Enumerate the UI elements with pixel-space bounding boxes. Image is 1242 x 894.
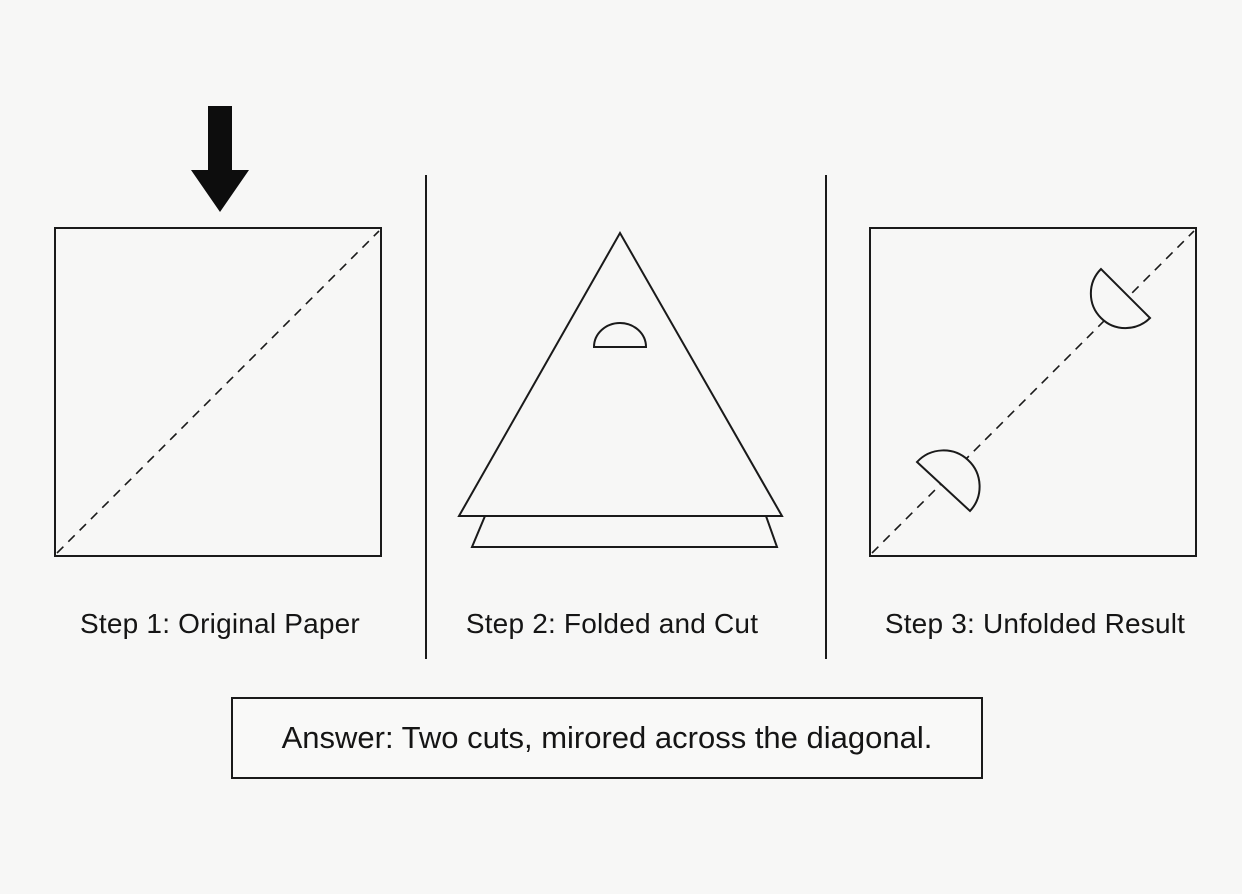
folded-triangle <box>457 230 784 517</box>
step-2-panel <box>457 230 784 548</box>
step-3-panel <box>869 227 1197 557</box>
diagonal-fold-line-unfolded <box>871 230 1195 554</box>
step-1-panel <box>54 106 382 557</box>
step-2-caption: Step 2: Folded and Cut <box>465 608 759 639</box>
upper-semicircle-cut <box>1089 267 1152 330</box>
answer-text: Answer: Two cuts, mirored across the dia… <box>281 720 933 755</box>
original-paper-square <box>54 227 382 557</box>
back-folded-layer <box>470 515 779 548</box>
step-1-caption: Step 1: Original Paper <box>80 608 360 639</box>
down-arrow-icon <box>191 106 249 212</box>
answer-box: Answer: Two cuts, mirored across the dia… <box>231 697 983 779</box>
lower-semicircle-cut <box>915 449 981 513</box>
step-3-caption: Step 3: Unfolded Result <box>884 608 1186 639</box>
unfolded-paper-square <box>869 227 1197 557</box>
semicircle-cut <box>592 322 648 348</box>
diagonal-fold-line <box>56 230 380 554</box>
